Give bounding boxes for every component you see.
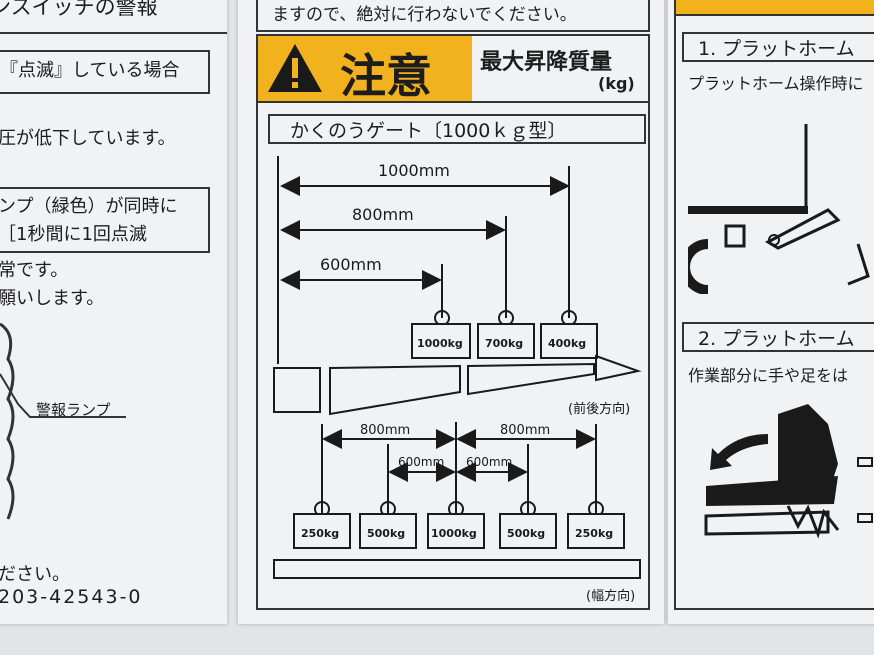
weight-250kg-left: 250kg (293, 501, 351, 549)
part-number: 203-42543-0 (0, 586, 143, 608)
left-lamp-box (0, 187, 210, 253)
load-diagram: 1000mm 800mm 600mm 1000kg 700kg 400kg (前… (273, 156, 642, 604)
gate-model-label: かくのうゲート〔1000ｋｇ型〕 (290, 120, 567, 142)
dim-label-width-left-600: 600mm (398, 455, 444, 469)
gate-platform-section-2 (467, 362, 595, 396)
item1-title: 1. プラットホーム (698, 38, 855, 60)
top-warning-frame (256, 0, 650, 32)
svg-text:250kg: 250kg (575, 527, 613, 540)
svg-text:400kg: 400kg (548, 337, 586, 350)
left-title-divider (0, 32, 227, 34)
gate-platform-tip (595, 354, 642, 382)
item1-title-box (682, 32, 874, 62)
gate-width-platform (273, 559, 641, 579)
alarm-lamp-illustration (0, 322, 126, 520)
front-back-direction: (前後方向) (568, 401, 630, 417)
weight-500kg-right: 500kg (499, 501, 557, 549)
middle-label-sticker: ますので、絶対に行わないでください。 注意 最大昇降質量 (kg) かくのうゲー… (238, 0, 664, 624)
svg-text:500kg: 500kg (367, 527, 405, 540)
left-closing-line: ださい。 (0, 564, 70, 585)
max-load-label: 最大昇降質量 (480, 50, 613, 75)
dim-label-1000: 1000mm (378, 161, 450, 180)
dim-label-width-right-600: 600mm (466, 455, 512, 469)
left-blink-note-box (0, 50, 210, 94)
left-normal-line-1: 常です。 (0, 260, 69, 281)
weight-700kg-front: 700kg (477, 310, 535, 359)
max-load-unit: (kg) (598, 74, 635, 93)
weight-1000kg-front: 1000kg (411, 310, 471, 359)
gate-platform-section-1 (329, 364, 461, 416)
item2-text: 作業部分に手や足をは (688, 366, 849, 385)
weight-1000kg-center: 1000kg (427, 501, 485, 549)
hand-pinch-warning-illustration (704, 404, 873, 539)
item2-title-box (682, 322, 874, 352)
left-lamp-line-1: ンプ（緑色）が同時に (0, 196, 178, 217)
svg-text:500kg: 500kg (507, 527, 545, 540)
item2-title: 2. プラットホーム (698, 328, 855, 350)
weight-500kg-left: 500kg (359, 501, 417, 549)
left-title: ンスイッチの警報 (0, 0, 158, 19)
caution-header: 注意 (258, 36, 472, 103)
top-warning-text: ますので、絶対に行わないでください。 (272, 5, 577, 25)
dim-label-width-left-800: 800mm (360, 423, 410, 438)
right-outer-frame (674, 14, 874, 610)
caution-label: 注意 (340, 49, 432, 103)
dim-label-600: 600mm (320, 255, 382, 274)
svg-text:1000kg: 1000kg (431, 527, 477, 540)
svg-text:1000kg: 1000kg (417, 337, 463, 350)
gate-model-box (268, 114, 646, 144)
platform-operation-illustration (688, 124, 870, 294)
width-direction: (幅方向) (586, 588, 635, 604)
dim-label-width-right-800: 800mm (500, 423, 550, 438)
svg-text:250kg: 250kg (301, 527, 339, 540)
alarm-lamp-label: 警報ランプ (36, 401, 111, 419)
gate-base-block (273, 367, 321, 413)
left-normal-line-2: 願いします。 (0, 288, 105, 309)
caution-frame (256, 34, 650, 610)
left-lamp-line-2: ［1秒間に1回点滅 (0, 224, 147, 245)
weight-400kg-front: 400kg (540, 310, 598, 359)
left-blink-note: 『点滅』している場合 (0, 60, 180, 81)
right-label-sticker: 1. プラットホーム プラットホーム操作時に 2. プラットホーム 作業部分に手… (668, 0, 874, 624)
left-pressure-note: 圧が低下しています。 (0, 128, 176, 149)
svg-text:700kg: 700kg (485, 337, 523, 350)
left-label-sticker: ンスイッチの警報 『点滅』している場合 圧が低下しています。 ンプ（緑色）が同時… (0, 0, 227, 624)
item1-text: プラットホーム操作時に (688, 74, 864, 93)
weight-250kg-right: 250kg (567, 501, 625, 549)
dim-label-800: 800mm (352, 205, 414, 224)
warning-triangle-icon (268, 44, 322, 92)
caution-header-divider (258, 101, 648, 103)
